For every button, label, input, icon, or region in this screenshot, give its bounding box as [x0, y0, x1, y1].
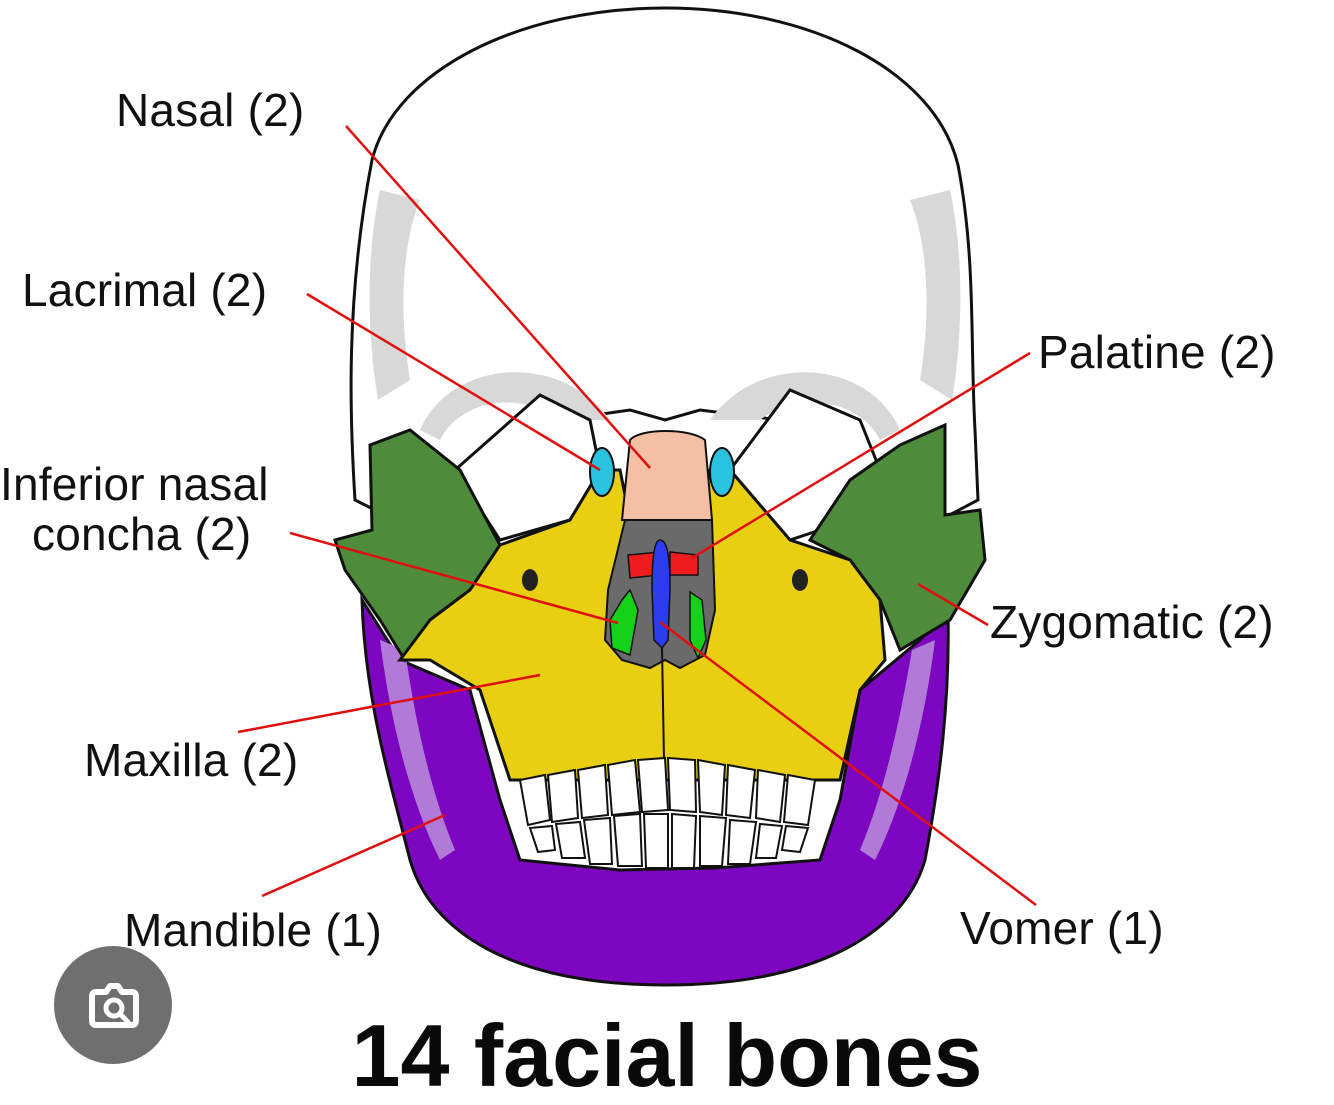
label-lacrimal: Lacrimal (2) [22, 266, 267, 314]
label-zygomatic: Zygomatic (2) [990, 598, 1274, 646]
label-nasal: Nasal (2) [116, 86, 304, 134]
label-maxilla: Maxilla (2) [84, 736, 298, 784]
label-vomer: Vomer (1) [960, 904, 1164, 952]
visual-search-button[interactable] [54, 946, 172, 1064]
camera-search-icon [78, 970, 148, 1040]
lacrimal-left [590, 448, 614, 496]
label-inferior-nasal-concha-line1: Inferior nasal [0, 460, 269, 508]
lacrimal-right [710, 448, 734, 496]
label-inferior-nasal-concha-line2: concha (2) [32, 510, 251, 558]
diagram-title: 14 facial bones [0, 1012, 1334, 1100]
vomer-bone [652, 540, 670, 648]
nasal-bone [622, 431, 712, 520]
foramen-right [792, 569, 808, 591]
foramen-left [522, 569, 538, 591]
label-palatine: Palatine (2) [1038, 328, 1276, 376]
label-mandible: Mandible (1) [124, 906, 382, 954]
